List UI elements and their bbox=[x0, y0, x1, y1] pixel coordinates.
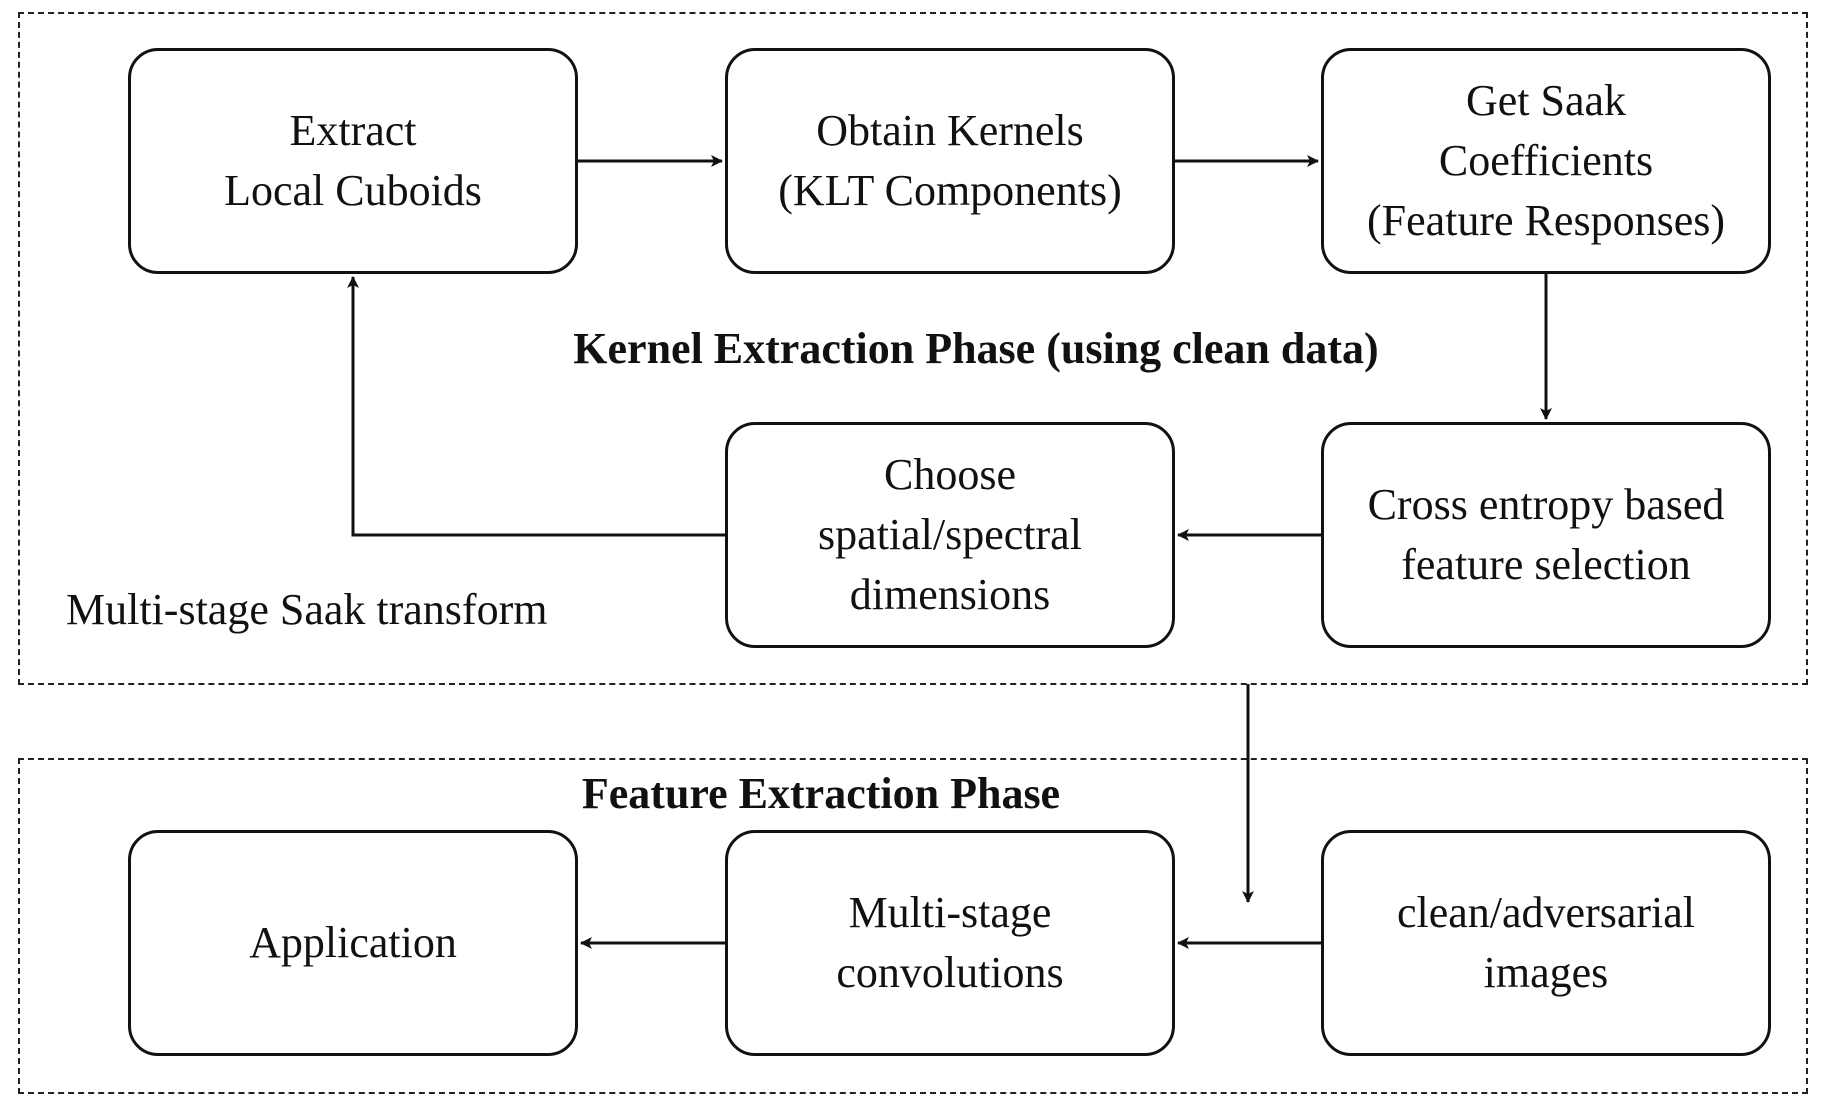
node-line: spatial/spectral bbox=[818, 510, 1082, 559]
node-line: Multi-stage bbox=[848, 888, 1052, 937]
feature-extraction-region bbox=[18, 758, 1808, 1094]
node-line: Local Cuboids bbox=[224, 166, 482, 215]
kernel-extraction-phase-label: Kernel Extraction Phase (using clean dat… bbox=[573, 324, 1379, 373]
application-node: Application bbox=[128, 830, 578, 1056]
node-line: Coefficients bbox=[1438, 136, 1654, 185]
node-line: Choose bbox=[884, 450, 1016, 499]
node-line: Cross entropy based bbox=[1367, 480, 1725, 529]
node-line: images bbox=[1483, 948, 1609, 997]
cross-entropy-selection-node: Cross entropy based feature selection bbox=[1321, 422, 1771, 648]
extract-local-cuboids-node: Extract Local Cuboids bbox=[128, 48, 578, 274]
get-saak-coefficients-node: Get Saak Coefficients (Feature Responses… bbox=[1321, 48, 1771, 274]
multi-stage-convolutions-node: Multi-stage convolutions bbox=[725, 830, 1175, 1056]
feature-extraction-phase-label: Feature Extraction Phase bbox=[581, 769, 1061, 818]
saak-transform-label: Multi-stage Saak transform bbox=[66, 585, 548, 634]
node-line: Obtain Kernels bbox=[816, 106, 1084, 155]
arrow-choose-to-extract bbox=[347, 276, 725, 537]
node-line: clean/adversarial bbox=[1396, 888, 1696, 937]
node-line: Application bbox=[249, 918, 457, 967]
input-images-node: clean/adversarial images bbox=[1321, 830, 1771, 1056]
node-line: Extract bbox=[289, 106, 417, 155]
node-line: (Feature Responses) bbox=[1366, 196, 1725, 245]
node-line: Get Saak bbox=[1465, 76, 1627, 125]
node-line: feature selection bbox=[1401, 540, 1691, 589]
node-line: dimensions bbox=[849, 570, 1051, 619]
node-line: (KLT Components) bbox=[778, 166, 1122, 215]
obtain-kernels-node: Obtain Kernels (KLT Components) bbox=[725, 48, 1175, 274]
kernel-extraction-region bbox=[18, 12, 1808, 685]
choose-dimensions-node: Choose spatial/spectral dimensions bbox=[725, 422, 1175, 648]
node-line: convolutions bbox=[836, 948, 1064, 997]
